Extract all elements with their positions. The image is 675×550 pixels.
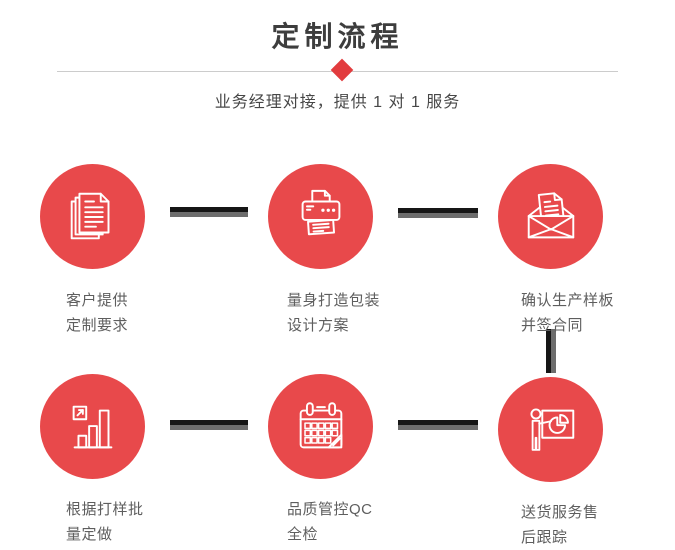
step-label-line: 客户提供	[66, 292, 129, 309]
step-label-line: 根据打样批	[66, 501, 144, 518]
step-label-3: 确认生产样板 并签合同	[521, 288, 614, 338]
calendar-icon	[299, 401, 342, 448]
connector-step4-step5	[170, 420, 248, 430]
step-label-line: 送货服务售	[521, 504, 599, 521]
step-circle-5	[268, 374, 373, 479]
step-circle-3	[498, 164, 603, 269]
diamond-marker	[330, 58, 354, 82]
step-label-line: 品质管控QC	[287, 501, 373, 518]
connector-step5-step6	[398, 420, 478, 430]
printer-icon	[301, 189, 340, 235]
connector-step2-step3	[398, 208, 478, 218]
step-circle-1	[40, 164, 145, 269]
step-label-line: 确认生产样板	[521, 292, 615, 309]
bar-chart-icon	[72, 405, 112, 448]
step-label-line: 并签合同	[521, 317, 584, 334]
step-label-line: 量定做	[66, 526, 113, 543]
step-label-line: 设计方案	[287, 317, 350, 334]
step-circle-6	[498, 377, 603, 482]
page-title: 定制流程	[271, 21, 404, 52]
envelope-icon	[527, 191, 574, 238]
step-circle-4	[40, 374, 145, 479]
step-label-2: 量身打造包装 设计方案	[287, 288, 380, 338]
step-label-1: 客户提供 定制要求	[66, 288, 128, 338]
step-label-line: 定制要求	[66, 317, 129, 334]
documents-icon	[70, 192, 109, 239]
step-label-line: 量身打造包装	[287, 292, 381, 309]
connector-step3-step6	[546, 329, 556, 373]
step-label-line: 全检	[287, 526, 319, 543]
presenter-icon	[529, 407, 574, 451]
step-label-6: 送货服务售 后跟踪	[521, 500, 599, 550]
step-label-5: 品质管控QC 全检	[287, 497, 373, 547]
connector-step1-step2	[170, 207, 248, 217]
step-label-line: 后跟踪	[521, 529, 568, 546]
step-label-4: 根据打样批 量定做	[66, 497, 144, 547]
step-circle-2	[268, 164, 373, 269]
subtitle: 业务经理对接，提供 1 对 1 服务	[214, 94, 461, 111]
